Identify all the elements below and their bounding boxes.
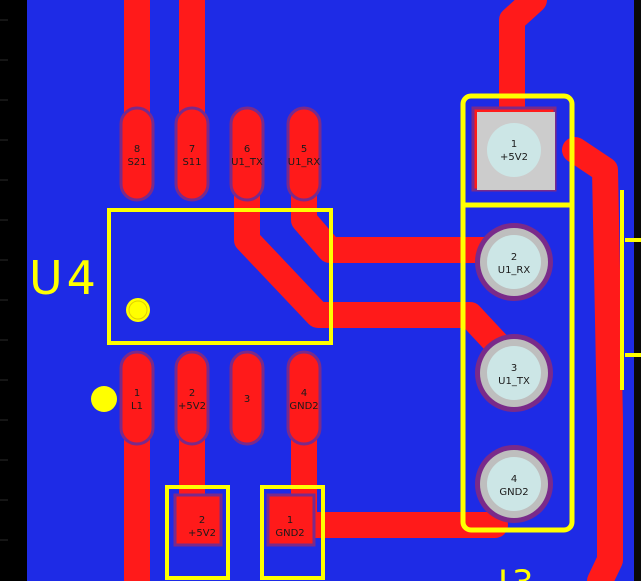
u4-pad-labels: 8 S21 7 S11 6 U1_TX 5 U1_RX 1 L1 2 +5V2 … [127, 144, 320, 412]
connector-pin-1-hole [487, 123, 541, 177]
u4-pad-3-number: 3 [244, 394, 250, 405]
smd-pads[interactable]: 2 +5V2 1 GND2 [165, 485, 325, 580]
u4-pad-8-number: 8 [134, 144, 140, 155]
connector[interactable]: 1 +5V2 2 U1_RX 3 U1_TX 4 GND2 J3 [460, 93, 575, 581]
u4-pad-4-number: 4 [301, 388, 307, 399]
connector-pin-2-number: 2 [511, 252, 517, 263]
connector-pin-1-net: +5V2 [500, 152, 528, 163]
u4-pad-8-net: S21 [127, 157, 146, 168]
trace-top-right [499, 0, 547, 153]
smd-pad-1[interactable] [266, 493, 316, 547]
connector-designator-partial: J3 [496, 563, 538, 581]
u4-pad-2-number: 2 [189, 388, 195, 399]
u4-pad-1-number: 1 [134, 388, 140, 399]
u4-pad-8[interactable] [119, 106, 155, 202]
smd-pad-1-outline [260, 485, 325, 580]
smd-pad-2-net: +5V2 [188, 528, 216, 539]
u4-body-outline [107, 208, 333, 345]
connector-pin-3-hole [487, 346, 541, 400]
trace-right-vertical [562, 137, 623, 581]
connector-pin-4-net: GND2 [499, 487, 528, 498]
u4-pad-4[interactable] [286, 350, 322, 446]
u4-pad-5-number: 5 [301, 144, 307, 155]
u4-pad-5[interactable] [286, 106, 322, 202]
smd-pad-2[interactable] [173, 493, 223, 547]
u4-pad-4-net: GND2 [289, 401, 318, 412]
smd-pad-1-number: 1 [287, 515, 293, 526]
connector-pin-4-number: 4 [511, 474, 517, 485]
connector-outline [460, 93, 575, 533]
u4-designator: U4 [29, 251, 100, 305]
connector-pin-4-hole [487, 457, 541, 511]
smd-pad-1-net: GND2 [275, 528, 304, 539]
u4-pad-7[interactable] [174, 106, 210, 202]
smd-pad-2-outline [165, 485, 230, 580]
u4-pad-1-net: L1 [131, 401, 143, 412]
u4-pad-7-number: 7 [189, 144, 195, 155]
u4-pin1-dot-inner [128, 300, 148, 320]
u4-pad-1[interactable] [119, 350, 155, 446]
u4-pad-3[interactable] [229, 350, 265, 446]
pin1-indicator-dot [91, 386, 117, 412]
u4-pad-6-number: 6 [244, 144, 250, 155]
connector-pin-2-net: U1_RX [498, 265, 531, 276]
u4-pads[interactable] [119, 106, 322, 446]
u4-pad-7-net: S11 [182, 157, 201, 168]
board-edge-right [634, 0, 641, 581]
ruler-ticks [0, 19, 8, 541]
right-silkscreen-bracket [620, 190, 641, 390]
u4-pad-2[interactable] [174, 350, 210, 446]
u4-pad-6-net: U1_TX [231, 157, 263, 168]
connector-pin-3-net: U1_TX [498, 376, 530, 387]
connector-pin-1-number: 1 [511, 139, 517, 150]
u4-pad-6[interactable] [229, 106, 265, 202]
u4-pad-5-net: U1_RX [288, 157, 321, 168]
u4-pad-2-net: +5V2 [178, 401, 206, 412]
connector-pin-2-hole [487, 235, 541, 289]
smd-pad-2-number: 2 [199, 515, 205, 526]
connector-pin-3-number: 3 [511, 363, 517, 374]
